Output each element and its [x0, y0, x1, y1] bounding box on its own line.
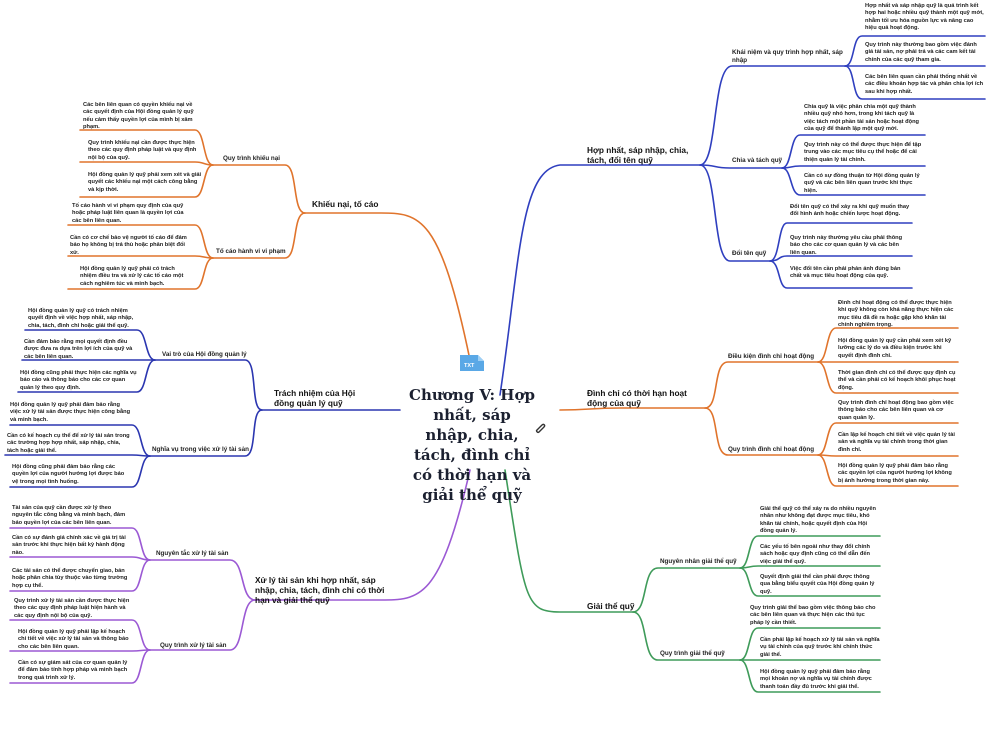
leaf-split-fund-1: Chia quỹ là việc phân chia một quỹ thành…	[804, 104, 920, 133]
leaf-asset-duty-3: Hội đồng cũng phải đảm bảo rằng các quyề…	[12, 464, 125, 485]
leaf-merge-concept-3: Các bên liên quan cần phải thống nhất về…	[865, 74, 984, 95]
leaf-rename-3: Việc đổi tên cần phải phản ánh đúng bản …	[790, 266, 901, 280]
leaf-dissolve-proc-1: Quy trình giải thể bao gồm việc thông bá…	[750, 605, 876, 626]
group-dissolve-process[interactable]: Quy trình giải thể quỹ	[660, 650, 725, 657]
leaf-board-role-2: Cần đảm bảo rằng mọi quyết định đều được…	[24, 339, 133, 360]
branch-board-responsibility[interactable]: Trách nhiệm của Hội đồng quản lý quỹ	[274, 388, 356, 408]
leaf-dissolve-proc-2: Cần phải lập kế hoạch xử lý tài sản và n…	[760, 637, 880, 658]
leaf-denounce-1: Tố cáo hành vi vi phạm quy định của quỹ …	[72, 203, 184, 224]
leaf-asset-process-1: Quy trình xử lý tài sản cần được thực hi…	[14, 598, 130, 619]
leaf-asset-principle-3: Các tài sản có thể được chuyển giao, bán…	[12, 568, 128, 589]
leaf-dissolve-reason-2: Các yếu tố bên ngoài như thay đổi chính …	[760, 544, 870, 565]
leaf-board-role-1: Hội đồng quản lý quỹ có trách nhiệm quyế…	[28, 308, 134, 329]
leaf-merge-concept-2: Quy trình này thường bao gồm việc đánh g…	[865, 42, 977, 63]
leaf-asset-process-3: Cần có sự giám sát của cơ quan quản lý đ…	[18, 660, 128, 681]
attachment-icon[interactable]	[533, 422, 547, 436]
leaf-split-fund-2: Quy trình này có thể được thực hiện để t…	[804, 142, 922, 163]
group-board-role[interactable]: Vai trò của Hội đồng quản lý	[162, 351, 247, 358]
leaf-asset-duty-1: Hội đồng quản lý quỹ phải đảm bảo rằng v…	[10, 402, 131, 423]
leaf-asset-principle-2: Cần có sự đánh giá chính xác về giá trị …	[12, 535, 126, 556]
group-suspend-conditions[interactable]: Điều kiện đình chỉ hoạt động	[728, 353, 815, 360]
leaf-merge-concept-1: Hợp nhất và sáp nhập quỹ là quá trình kế…	[865, 3, 984, 32]
leaf-asset-principle-1: Tài sản của quỹ cần được xử lý theo nguy…	[12, 505, 126, 526]
group-asset-process[interactable]: Quy trình xử lý tài sản	[160, 642, 227, 649]
branch-merge-split-rename[interactable]: Hợp nhất, sáp nhập, chia, tách, đổi tên …	[587, 145, 689, 165]
leaf-rename-1: Đổi tên quỹ có thể xảy ra khi quỹ muốn t…	[790, 204, 910, 218]
central-topic[interactable]: Chương V: Hợp nhất, sáp nhập, chia, tách…	[409, 386, 535, 504]
leaf-complaint-2: Quy trình khiếu nại cần được thực hiện t…	[88, 140, 197, 161]
group-merge-concept[interactable]: Khái niệm và quy trình hợp nhất, sáp nhậ…	[732, 49, 843, 64]
leaf-split-fund-3: Cần có sự đồng thuận từ Hội đồng quản lý…	[804, 173, 920, 194]
leaf-denounce-2: Cần có cơ chế bảo vệ người tố cáo để đảm…	[70, 235, 187, 256]
txt-file-icon[interactable]: TXT	[458, 354, 486, 372]
branch-complaint[interactable]: Khiếu nại, tố cáo	[312, 199, 379, 209]
leaf-dissolve-reason-3: Quyết định giải thể cần phải được thông …	[760, 574, 875, 595]
group-complaint-process[interactable]: Quy trình khiếu nại	[223, 155, 281, 162]
leaf-suspend-proc-2: Cần lập kế hoạch chi tiết về việc quản l…	[838, 432, 955, 453]
group-asset-principles[interactable]: Nguyên tắc xử lý tài sản	[156, 550, 229, 557]
leaf-suspend-cond-1: Đình chỉ hoạt động có thể được thực hiện…	[838, 300, 954, 329]
leaf-asset-duty-2: Cần có kế hoạch cụ thể để xử lý tài sản …	[7, 433, 130, 454]
leaf-suspend-cond-2: Hội đồng quản lý quỹ cần phải xem xét kỹ…	[838, 338, 952, 359]
leaf-suspend-cond-3: Thời gian đình chỉ có thể được quy định …	[838, 370, 956, 391]
leaf-dissolve-proc-3: Hội đồng quản lý quỹ phải đảm bảo rằng m…	[760, 669, 872, 690]
group-asset-duty[interactable]: Nghĩa vụ trong việc xử lý tài sản	[152, 446, 249, 453]
group-suspend-process[interactable]: Quy trình đình chỉ hoạt động	[728, 446, 815, 453]
leaf-asset-process-2: Hội đồng quản lý quỹ phải lập kế hoạch c…	[18, 629, 129, 650]
group-rename-fund[interactable]: Đổi tên quỹ	[732, 250, 767, 257]
leaf-rename-2: Quy trình này thường yêu cầu phải thông …	[790, 235, 903, 256]
branch-asset-handling[interactable]: Xử lý tài sản khi hợp nhất, sáp nhập, ch…	[255, 575, 385, 605]
group-denounce[interactable]: Tố cáo hành vi vi phạm	[216, 248, 286, 255]
leaf-dissolve-reason-1: Giải thể quỹ có thể xảy ra do nhiều nguy…	[760, 506, 876, 535]
branch-suspend[interactable]: Đình chỉ có thời hạn hoạt động của quỹ	[587, 388, 687, 408]
leaf-denounce-3: Hội đồng quản lý quỹ phải có trách nhiệm…	[80, 266, 184, 287]
leaf-board-role-3: Hội đồng cũng phải thực hiện các nghĩa v…	[20, 370, 137, 391]
leaf-complaint-1: Các bên liên quan có quyền khiếu nại về …	[83, 102, 194, 131]
file-tag-label: TXT	[464, 363, 475, 369]
leaf-complaint-3: Hội đồng quản lý quỹ phải xem xét và giả…	[88, 172, 202, 193]
leaf-suspend-proc-3: Hội đồng quản lý quỹ phải đảm bảo rằng c…	[838, 463, 952, 484]
branch-dissolve[interactable]: Giải thể quỹ	[587, 601, 635, 611]
leaf-suspend-proc-1: Quy trình đình chỉ hoạt động bao gồm việ…	[838, 400, 954, 421]
group-dissolve-reasons[interactable]: Nguyên nhân giải thể quỹ	[660, 558, 737, 565]
group-split-fund[interactable]: Chia và tách quỹ	[732, 157, 783, 164]
